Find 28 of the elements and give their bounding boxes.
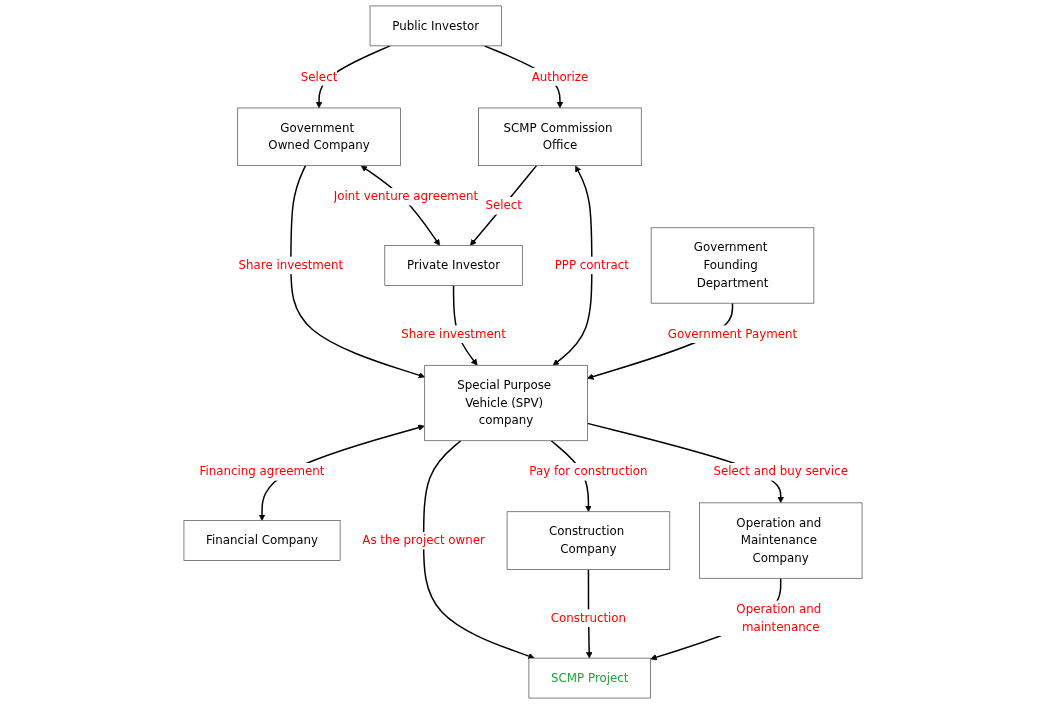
edge-label: As the project owner bbox=[361, 533, 485, 548]
node-box: SCMP Commission Office bbox=[477, 107, 642, 166]
edge-label: Select and buy service bbox=[713, 464, 848, 479]
edge-label: Construction bbox=[550, 610, 626, 625]
edge-label: Pay for construction bbox=[528, 464, 648, 479]
arrow bbox=[469, 164, 537, 246]
arrow bbox=[422, 440, 535, 660]
edge-label: Share investment bbox=[238, 258, 343, 273]
edge-label: Joint venture agreement bbox=[333, 189, 478, 204]
arrow bbox=[552, 165, 593, 366]
node-box: SCMP Project bbox=[528, 657, 651, 699]
node-box: Government Founding Department bbox=[650, 227, 814, 304]
edge-label: PPP contract bbox=[554, 258, 629, 273]
node-box: Operation and Maintenance Company bbox=[698, 502, 862, 579]
node-box: Government Owned Company bbox=[236, 107, 401, 166]
edge-label: Financing agreement bbox=[199, 464, 325, 479]
node-box: Public Investor bbox=[369, 5, 502, 47]
edge-label: Operation and maintenance bbox=[735, 601, 821, 634]
arrow bbox=[289, 164, 425, 379]
edge-label: Select bbox=[300, 69, 337, 84]
node-box: Special Purpose Vehicle (SPV) company bbox=[423, 364, 588, 442]
edge-label: Authorize bbox=[531, 69, 588, 84]
edge-label: Select bbox=[484, 198, 522, 213]
node-box: Construction Company bbox=[506, 511, 670, 570]
edge-label: Government Payment bbox=[667, 326, 797, 341]
node-box: Financial Company bbox=[183, 520, 341, 561]
node-box: Private Investor bbox=[383, 245, 523, 286]
edge-label: Share investment bbox=[400, 326, 506, 341]
